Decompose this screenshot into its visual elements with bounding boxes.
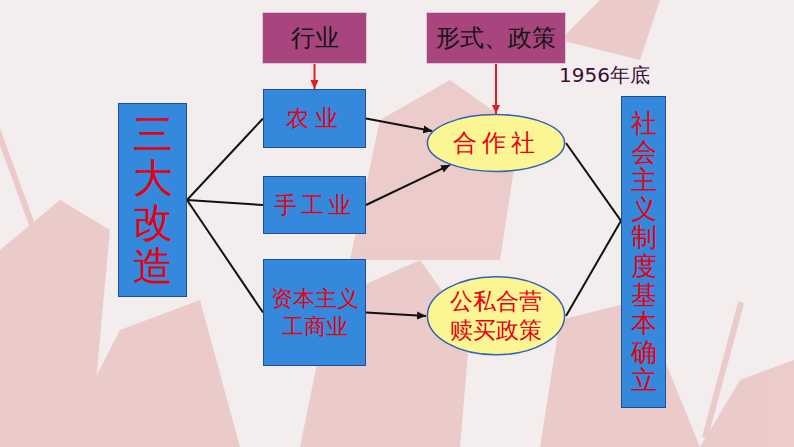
connector-arrow bbox=[314, 64, 316, 89]
node-text: 公私合营 赎买政策 bbox=[446, 287, 546, 345]
header-box: 形式、政策 bbox=[426, 12, 566, 64]
form-ellipse: 公私合营 赎买政策 bbox=[426, 276, 566, 356]
connector-line bbox=[566, 143, 621, 221]
connector-line bbox=[566, 221, 621, 316]
node-text: 资本主义工商业 bbox=[268, 285, 361, 340]
industry-box: 农业 bbox=[263, 89, 366, 148]
connector-arrow bbox=[366, 119, 432, 131]
node-text: 三大改造 bbox=[133, 112, 173, 288]
node-text: 社会主义制度基本确立 bbox=[631, 109, 657, 395]
node-text: 农业 bbox=[286, 104, 344, 133]
connector-line bbox=[187, 200, 263, 313]
industry-box: 手工业 bbox=[263, 176, 366, 234]
header-box: 行业 bbox=[262, 12, 367, 64]
node-text: 手工业 bbox=[274, 191, 355, 220]
connector-arrow bbox=[366, 165, 450, 205]
ellipse-outline bbox=[426, 276, 566, 356]
connector-arrow bbox=[366, 313, 426, 317]
node-text: 形式、政策 bbox=[436, 23, 556, 53]
connector-arrow bbox=[495, 64, 497, 114]
form-ellipse: 合作社 bbox=[426, 114, 566, 172]
node-text: 行业 bbox=[291, 23, 339, 53]
connector-line bbox=[187, 119, 263, 201]
root-box: 三大改造 bbox=[118, 103, 187, 297]
result-box: 社会主义制度基本确立 bbox=[621, 96, 666, 408]
node-text: 合作社 bbox=[453, 128, 540, 158]
connector-line bbox=[187, 200, 263, 205]
date-label: 1956年底 bbox=[559, 62, 650, 89]
industry-box: 资本主义工商业 bbox=[263, 259, 366, 366]
